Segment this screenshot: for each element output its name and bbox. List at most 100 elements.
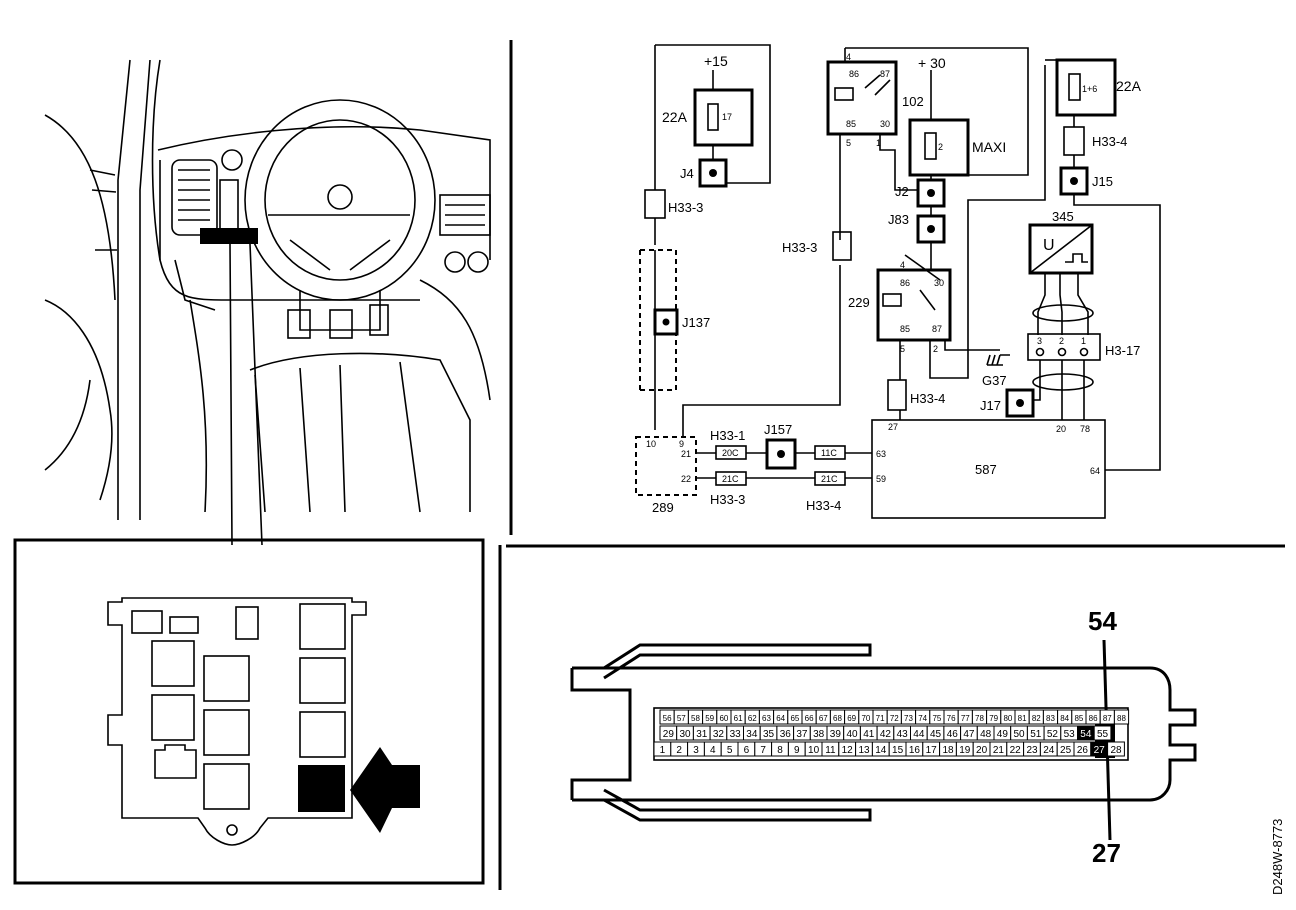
label-maxi: MAXI <box>972 139 1006 155</box>
fuse-box-detail-panel <box>13 538 485 885</box>
connector-pin-number: 78 <box>975 714 984 723</box>
pin-label: 2 <box>933 344 938 354</box>
connector-pin-number: 32 <box>713 729 725 740</box>
label-fuse-1-6: 1+6 <box>1082 84 1097 94</box>
connector-pin-number: 6 <box>744 745 750 756</box>
connector-pin-number: 9 <box>794 745 800 756</box>
pin-label: 4 <box>900 260 905 270</box>
connector-pin-number: 28 <box>1110 745 1122 756</box>
connector-pin-number: 44 <box>913 729 925 740</box>
pin-label: 86 <box>849 69 859 79</box>
connector-pin-number: 52 <box>1047 729 1059 740</box>
connector-pin-number: 3 <box>693 745 699 756</box>
connector-pin-number: 49 <box>997 729 1009 740</box>
connector-pin-number: 84 <box>1060 714 1069 723</box>
connector-pin-number: 4 <box>710 745 716 756</box>
pin-label: 78 <box>1080 424 1090 434</box>
label-fuse-22a-left: 22A <box>662 109 688 125</box>
connector-pin-number: 30 <box>679 729 691 740</box>
connector-pin-number: 8 <box>777 745 783 756</box>
connector-pin-cell <box>1113 709 1130 725</box>
connector-pin-number: 64 <box>776 714 785 723</box>
connector-pin-number: 77 <box>961 714 970 723</box>
label-h33-1: H33-1 <box>710 428 745 443</box>
connector-pin-number: 46 <box>947 729 959 740</box>
pin-label: 59 <box>876 474 886 484</box>
connector-pin-number: 20 <box>976 745 988 756</box>
pin-label: 2 <box>1059 336 1064 346</box>
pin-label: 87 <box>932 324 942 334</box>
connector-pin-number: 31 <box>696 729 708 740</box>
pin-label: 20 <box>1056 424 1066 434</box>
connector-pin-number: 26 <box>1077 745 1089 756</box>
connector-pin-number: 2 <box>676 745 682 756</box>
pin-label: 21C <box>722 474 739 484</box>
pin-label: 11C <box>821 448 837 458</box>
fuse-box-location-marker <box>200 228 258 244</box>
label-connector-54: 54 <box>1088 606 1117 636</box>
pin-label: 20C <box>722 448 739 458</box>
connector-pin-number: 63 <box>762 714 771 723</box>
connector-pin-number: 57 <box>677 714 686 723</box>
connector-pin-number: 65 <box>790 714 799 723</box>
connector-pin-number: 53 <box>1064 729 1076 740</box>
connector-pin-number: 37 <box>796 729 808 740</box>
pin-label: 87 <box>880 69 890 79</box>
connector-pin-number: 29 <box>663 729 675 740</box>
label-j137: J137 <box>682 315 710 330</box>
connector-pin-number: 88 <box>1117 714 1126 723</box>
connector-pin-number: 10 <box>808 745 820 756</box>
connector-pin-number: 18 <box>942 745 954 756</box>
connector-pin-number: 55 <box>1097 729 1109 740</box>
wiring-schematic <box>635 44 1161 519</box>
label-doc-code: D248W-8773 <box>1270 819 1285 895</box>
connector-pin-number: 17 <box>926 745 938 756</box>
connector-pin-number: 62 <box>748 714 757 723</box>
connector-pin-number: 15 <box>892 745 904 756</box>
connector-pin-number: 22 <box>1010 745 1022 756</box>
car-interior-illustration <box>44 59 491 546</box>
connector-pin-number: 76 <box>947 714 956 723</box>
pin-label: 86 <box>900 278 910 288</box>
pin-label: 30 <box>880 119 890 129</box>
label-j83: J83 <box>888 212 909 227</box>
connector-pin-number: 1 <box>660 745 666 756</box>
label-h33-4-top: H33-4 <box>1092 134 1127 149</box>
label-h33-4-mid: H33-4 <box>910 391 945 406</box>
schematic-labels: +15 22A 17 J4 H33-3 J137 289 H33-1 J157 … <box>652 53 1285 895</box>
connector-pin-number: 19 <box>959 745 971 756</box>
connector-pin-number: 27 <box>1094 745 1106 756</box>
connector-pin-number: 42 <box>880 729 892 740</box>
connector-pin-number: 36 <box>780 729 792 740</box>
pin-label: 27 <box>888 422 898 432</box>
connector-pin-number: 7 <box>760 745 766 756</box>
label-j157: J157 <box>764 422 792 437</box>
connector-pin-number: 54 <box>1080 729 1092 740</box>
connector-pin-number: 60 <box>719 714 728 723</box>
pin-label: 1 <box>876 138 881 148</box>
label-h33-3-bottom: H33-3 <box>710 492 745 507</box>
pin-label: 30 <box>934 278 944 288</box>
connector-pin-number: 38 <box>813 729 825 740</box>
label-sensor-345: 345 <box>1052 209 1074 224</box>
label-j17: J17 <box>980 398 1001 413</box>
connector-pin-number: 71 <box>876 714 885 723</box>
pin-label: 10 <box>646 439 656 449</box>
pin-label: 21C <box>821 474 838 484</box>
pin-label: 5 <box>846 138 851 148</box>
connector-pin-number: 81 <box>1018 714 1027 723</box>
connector-pin-number: 59 <box>705 714 714 723</box>
label-relay-229: 229 <box>848 295 870 310</box>
highlighted-relay-slot <box>298 765 345 812</box>
pin-label: 5 <box>900 344 905 354</box>
connector-pin-number: 86 <box>1089 714 1098 723</box>
connector-pin-number: 85 <box>1074 714 1083 723</box>
label-u-symbol: U <box>1043 237 1055 254</box>
label-j4: J4 <box>680 166 694 181</box>
connector-pin-number: 34 <box>746 729 758 740</box>
connector-pin-number: 43 <box>897 729 909 740</box>
label-module-587: 587 <box>975 462 997 477</box>
pin-label: 4 <box>846 52 851 62</box>
connector-pin-number: 87 <box>1103 714 1112 723</box>
